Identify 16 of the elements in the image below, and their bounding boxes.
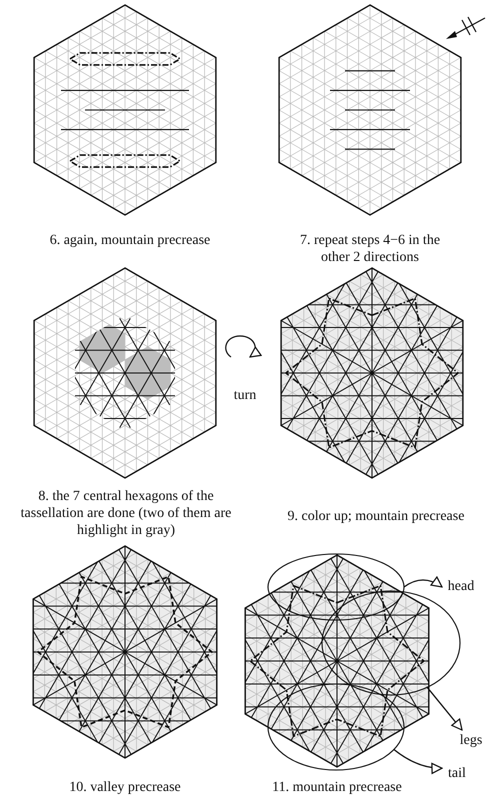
body-part-outline bbox=[321, 590, 461, 696]
arrow bbox=[426, 686, 463, 731]
body-part-outline bbox=[267, 683, 405, 771]
arrow bbox=[404, 576, 443, 588]
step-caption: 10. valley precrease bbox=[68, 779, 182, 796]
body-part-label: tail bbox=[436, 765, 478, 782]
body-part-label: legs bbox=[450, 732, 492, 749]
step-caption: 11. mountain precrease bbox=[271, 779, 403, 796]
arrow bbox=[394, 748, 443, 774]
turn-label: turn bbox=[232, 387, 258, 404]
step-caption: 8. the 7 central hexagons of the tassellation are done (two of them are highlight in gray) bbox=[20, 488, 232, 539]
body-part-label: head bbox=[436, 578, 486, 595]
step-caption: 7. repeat steps 4−6 in the other 2 directions bbox=[298, 232, 442, 266]
step-caption: 6. again, mountain precrease bbox=[48, 232, 212, 249]
body-part-outline bbox=[267, 553, 405, 621]
step-caption: 9. color up; mountain precrease bbox=[286, 508, 466, 525]
